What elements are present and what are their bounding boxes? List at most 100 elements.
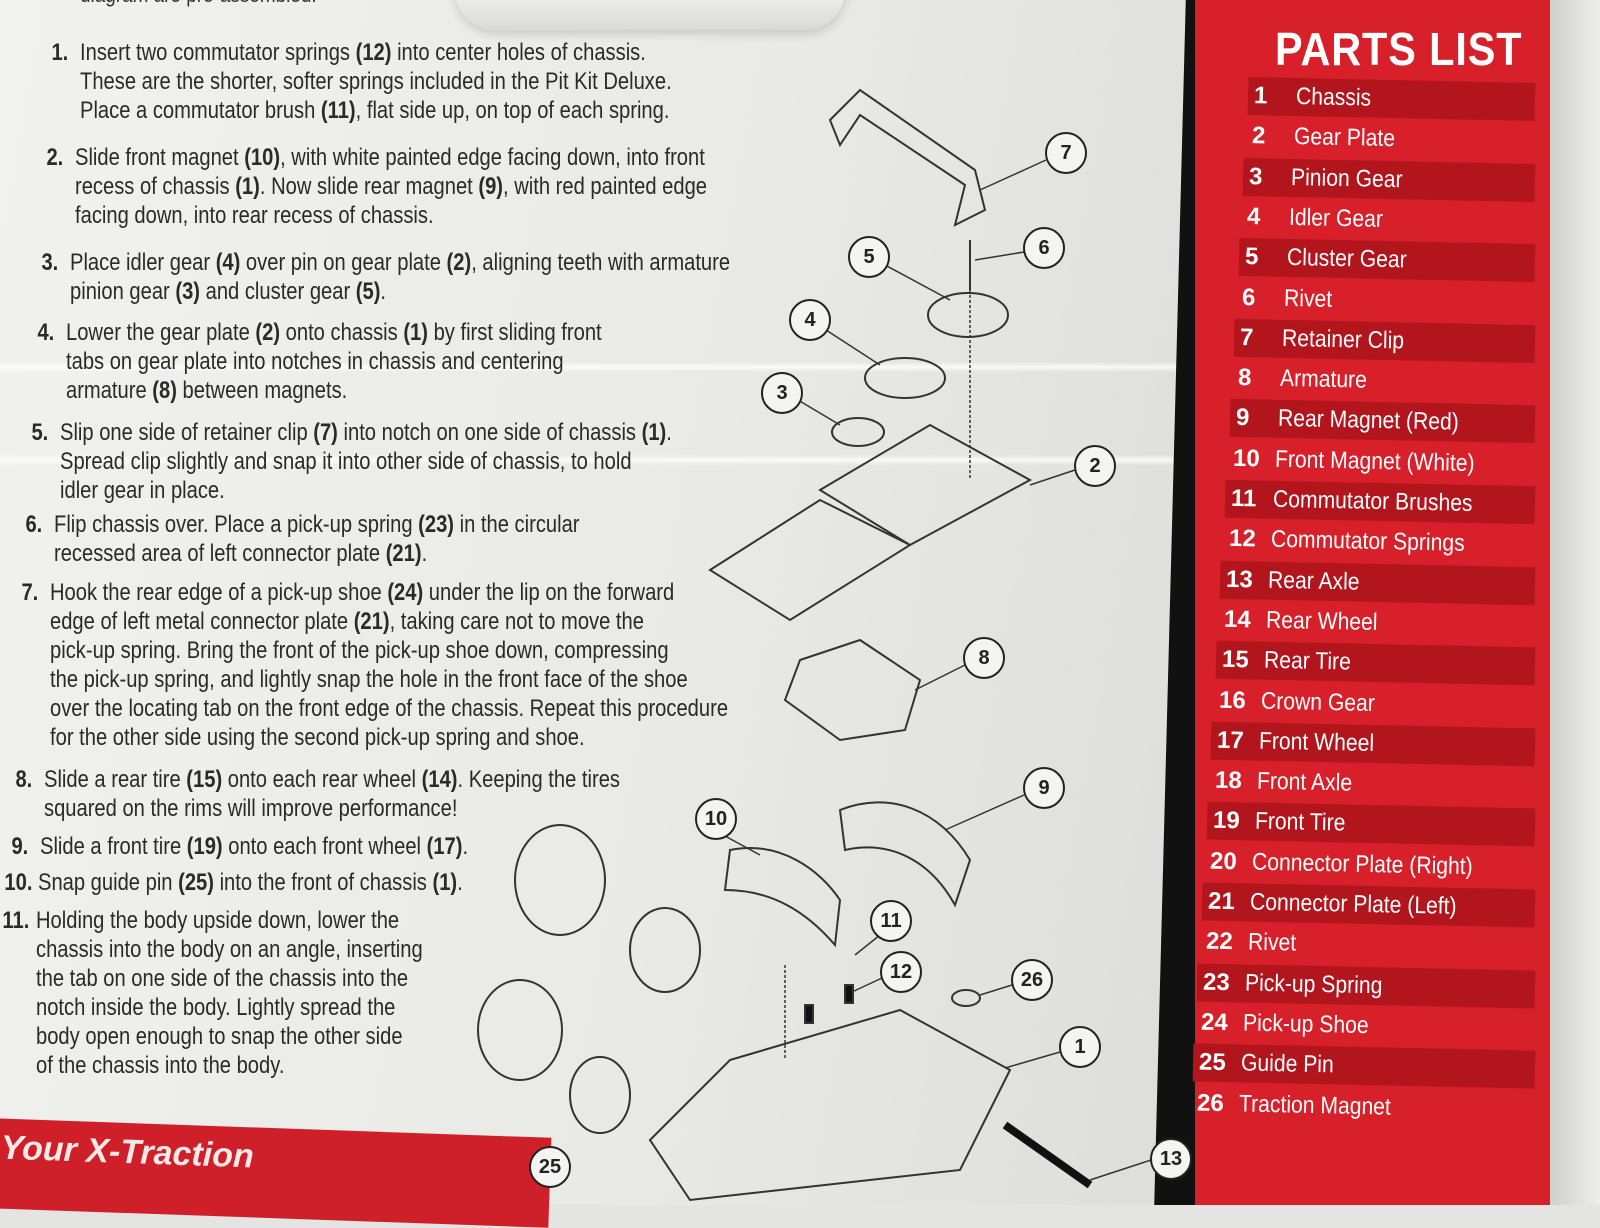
part-name: Connector Plate (Left) [1249,888,1457,920]
step-text: . Keeping the tires squared on the rims … [44,766,621,822]
part-name: Rivet [1247,928,1297,957]
step-text: , taking care not to move the pick-up sp… [50,608,729,751]
part-reference: (24) [387,579,424,606]
assembly-step: 2.Slide front magnet (10), with white pa… [46,143,707,230]
part-reference: (23) [418,511,455,538]
step-text: onto each rear wheel [222,766,422,793]
traction-magnet-drawing [951,989,981,1007]
step-text: Insert two commutator springs [80,39,356,66]
package-edge [1550,0,1600,1205]
step-text: Slide a rear tire [44,766,187,793]
step-text: , flat side up, on top of each spring. [355,97,670,124]
part-name: Armature [1279,364,1368,394]
part-name: Rear Wheel [1265,606,1378,636]
part-number: 2 [1251,122,1266,150]
step-number: 4. [37,319,55,346]
step-text: and cluster gear [200,278,356,305]
assembly-step: 7.Hook the rear edge of a pick-up shoe (… [21,578,729,752]
part-number: 19 [1212,807,1241,835]
step-text: onto chassis [280,319,404,346]
step-number: 7. [21,579,39,606]
part-number: 23 [1202,968,1231,996]
part-name: Retainer Clip [1281,324,1405,355]
part-reference: (10) [244,144,281,171]
step-text: onto each front wheel [222,833,427,860]
rear-tire-drawing [514,824,606,936]
step-text: , with red painted edge facing down, int… [75,173,707,229]
retainer-clip-drawing [828,88,987,227]
parts-list-item: 18 Front Axle [1209,762,1536,807]
idler-gear-drawing [864,357,946,399]
part-number: 26 [1196,1089,1225,1117]
step-number: 5. [31,419,49,446]
part-name: Chassis [1295,83,1372,112]
part-reference: (8) [152,377,177,404]
commutator-spring-drawing [844,984,854,1004]
pinion-gear-drawing [831,417,885,447]
part-number: 18 [1214,766,1243,795]
part-reference: (14) [421,766,458,793]
part-number: 8 [1237,364,1252,392]
plastic-glare [0,455,1240,465]
part-name: Front Axle [1256,767,1353,797]
part-name: Rear Magnet (Red) [1277,405,1460,436]
part-reference: (4) [215,249,241,276]
front-tire-drawing [477,979,563,1081]
part-number: 10 [1232,444,1261,473]
assembly-step: 9.Slide a front tire (19) onto each fron… [11,832,469,861]
blister-pack-edge [455,0,845,30]
step-text: Place idler gear [70,249,216,276]
assembly-step: 3.Place idler gear (4) over pin on gear … [41,248,731,306]
part-reference: (15) [186,766,223,793]
step-text: Holding the body upside down, lower the … [36,907,423,1079]
part-reference: (21) [385,540,422,567]
rear-wheel-drawing [629,907,701,993]
step-number: 1. [51,39,69,66]
step-number: 2. [46,144,64,171]
step-text: . [421,540,428,567]
cluster-gear-drawing [927,292,1009,338]
step-text: Slip one side of retainer clip [60,419,314,446]
assembly-step: 11.Holding the body upside down, lower t… [2,906,423,1080]
part-reference: (2) [255,319,281,346]
assembly-step: 6.Flip chassis over. Place a pick-up spr… [25,510,579,568]
part-reference: (1) [403,319,428,346]
part-number: 20 [1209,847,1238,875]
part-name: Front Wheel [1258,727,1375,757]
part-number: 3 [1248,162,1263,190]
part-reference: (3) [175,278,201,305]
part-reference: (21) [353,608,390,635]
part-reference: (2) [446,249,472,276]
part-reference: (1) [235,173,260,200]
step-number: 6. [25,511,43,538]
step-text: Snap guide pin [38,869,179,896]
part-number: 15 [1221,645,1250,674]
step-number: 11. [2,907,30,934]
part-number: 7 [1239,323,1254,352]
step-text: , aligning teeth with armature pinion ge… [70,249,731,305]
part-number: 17 [1216,726,1245,755]
step-text: Lower the gear plate [66,319,256,346]
part-number: 21 [1207,887,1236,916]
gear-plate-drawing [708,423,1033,622]
part-number: 1 [1253,82,1268,110]
part-reference: (25) [178,869,214,896]
part-reference: (1) [641,419,667,446]
part-name: Pick-up Shoe [1242,1009,1369,1039]
plastic-glare [0,362,1240,372]
parts-list-item: 1 Chassis [1247,76,1536,122]
exploded-diagram [460,80,1240,1205]
step-text: . [462,833,469,860]
part-number: 5 [1244,243,1259,271]
